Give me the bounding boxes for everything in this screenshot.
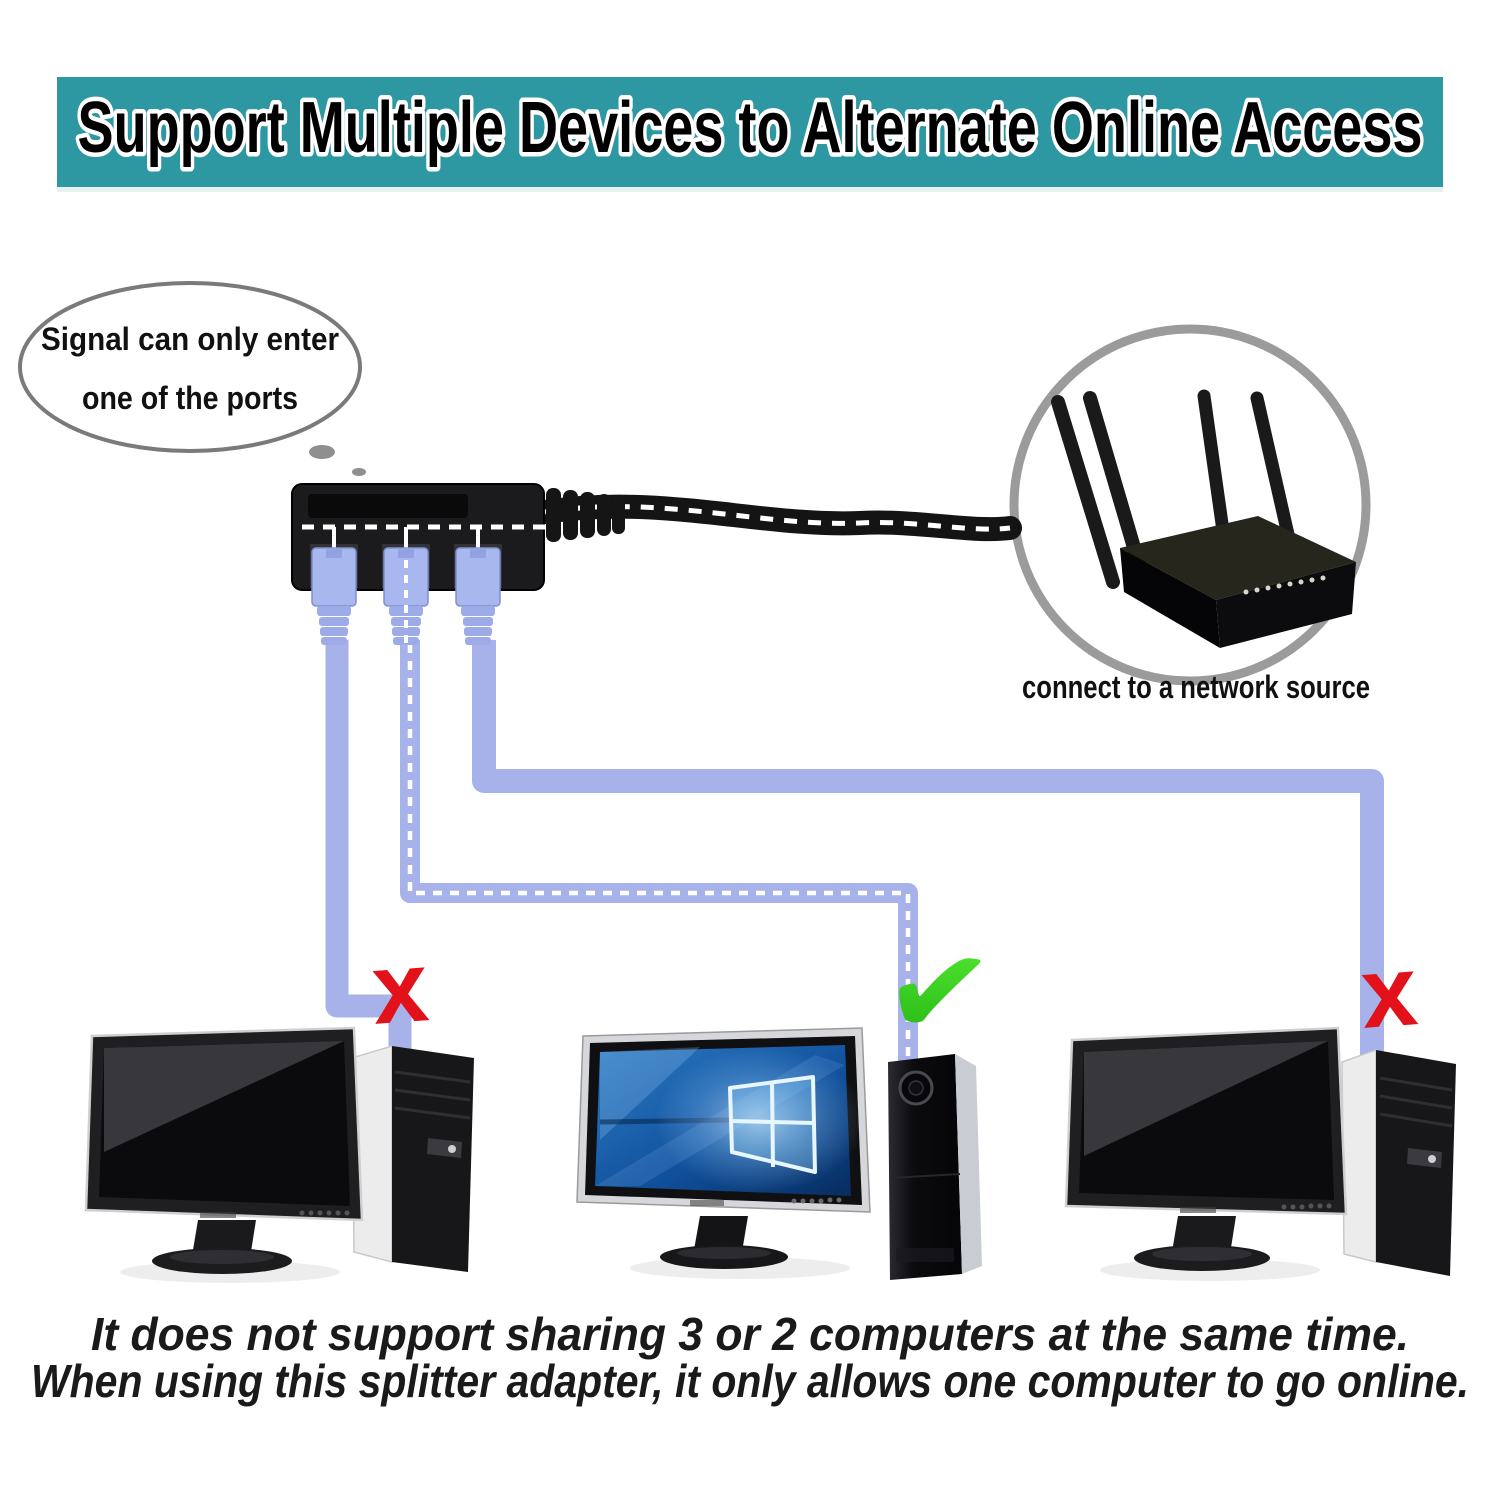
computer-left [84,1026,474,1283]
thought-dot-large [309,445,335,459]
monitor-buttons [791,1197,842,1204]
monitor-middle [576,1027,871,1213]
banner: Support Multiple Devices to Alternate On… [57,77,1443,192]
router-group: connect to a network source [1009,324,1371,705]
footer: It does not support sharing 3 or 2 compu… [31,1308,1469,1407]
stand-middle [660,1216,788,1269]
monitor-brand [1180,1207,1216,1213]
router-antenna-1 [1051,395,1120,589]
tower-middle [888,1054,982,1280]
router-status-lights [1243,575,1326,595]
ok-check-icon: ✔ [877,913,999,1072]
monitor-right [1064,1026,1348,1216]
cable-left [325,640,412,1058]
router-side [1120,548,1220,648]
rj45-plug-3 [455,547,501,645]
monitor-brand [690,1200,724,1206]
tower-grooves [1379,1076,1453,1128]
wallpaper-ray-1 [600,1047,700,1140]
monitor-buttons [299,1210,350,1216]
uplink-cable [533,488,1022,542]
strain-relief [546,488,625,542]
stand-right [1134,1216,1270,1271]
banner-background [57,77,1443,187]
speech-bubble: Signal can only enter one of the ports [18,281,366,476]
computer-right [1064,1026,1456,1281]
footer-line2: When using this splitter adapter, it onl… [31,1355,1469,1407]
router-top [1120,516,1356,600]
speech-bubble-ellipse [18,281,362,453]
tower-left [351,1044,474,1272]
footer-line1: It does not support sharing 3 or 2 compu… [91,1308,1409,1360]
fail-x-icon-right: x [1357,934,1420,1050]
tower-badge [427,1138,462,1158]
speech-bubble-line2: one of the ports [82,380,298,416]
screen-sheen [104,1041,344,1152]
computer-middle [576,1027,982,1280]
stand-left [152,1220,292,1274]
banner-title: Support Multiple Devices to Alternate On… [78,88,1423,168]
tower-seam [889,1173,961,1179]
monitor-left [84,1026,364,1222]
rj45-plug-2 [383,547,429,645]
banner-shadow [57,187,1443,192]
router-device [1051,389,1356,648]
router-caption: connect to a network source [1022,669,1370,705]
patch-cables [325,640,1384,1062]
tower-grooves [394,1070,471,1120]
rj45-plugs [311,547,501,645]
thought-dot-small [352,468,366,476]
windows-logo-mullions [730,1081,815,1168]
tower-right [1341,1048,1456,1276]
router-front [1216,562,1356,648]
tower-grill [896,1248,954,1262]
fail-x-icon-left: x [368,930,431,1046]
tower-badge [1407,1148,1442,1168]
cable-right [472,640,1384,1056]
monitor-buttons [1281,1203,1332,1210]
speech-bubble-line1: Signal can only enter [41,321,339,357]
monitor-brand [200,1212,236,1218]
cable-middle-signal-dashes [407,644,911,1060]
splitter-label-strip [308,494,468,518]
screen-sheen [1084,1041,1328,1156]
router-antenna-3 [1197,389,1232,552]
splitter-device [291,483,545,645]
uplink-cable-dashes [544,504,1011,532]
router-antenna-4 [1250,391,1299,559]
router-antenna-2 [1083,391,1147,575]
rj45-plug-1 [311,547,357,645]
